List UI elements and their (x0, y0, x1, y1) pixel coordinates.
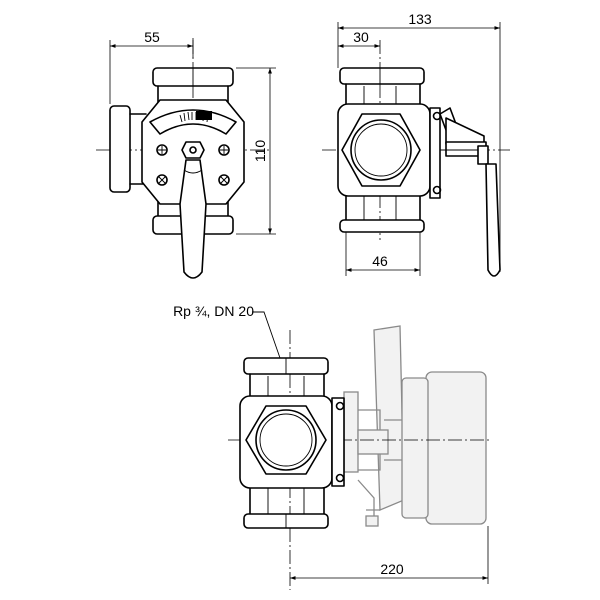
front-view-scale-plate (149, 109, 237, 135)
front-view-top-port (152, 67, 234, 103)
dimension-220: 220 (290, 526, 489, 584)
front-view-handle (179, 141, 207, 279)
dimension-55: 55 (109, 29, 194, 104)
dimension-133-label: 133 (408, 11, 432, 27)
actuator-view: Rp ¾, DN 20 220 (173, 303, 492, 590)
dimension-220-label: 220 (380, 561, 404, 577)
side-view: 133 30 46 (322, 11, 510, 277)
side-view-flange (429, 107, 441, 199)
side-view-hex-port (341, 113, 421, 187)
side-view-handle (439, 107, 501, 277)
dimension-46: 46 (345, 232, 421, 276)
side-view-top-port (339, 67, 425, 105)
dimension-30: 30 (338, 29, 380, 48)
actuator-view-top-port (243, 357, 329, 397)
thread-callout-label: Rp ¾, DN 20 (173, 303, 254, 319)
side-view-bore (350, 119, 412, 181)
dimension-133: 133 (337, 11, 501, 272)
side-view-bottom-port (339, 195, 425, 233)
actuator-view-flange (331, 397, 345, 487)
dimension-30-label: 30 (353, 29, 369, 45)
front-view-screws (156, 144, 230, 186)
dimension-110: 110 (236, 67, 276, 235)
dimension-110-label: 110 (252, 140, 268, 163)
actuator-view-bottom-port (243, 485, 329, 529)
dimension-46-label: 46 (372, 253, 388, 269)
actuator-motor (343, 325, 487, 527)
thread-callout: Rp ¾, DN 20 (173, 303, 281, 359)
dimension-55-label: 55 (144, 29, 160, 45)
front-view: 55 110 (96, 29, 276, 279)
actuator-view-bore (255, 409, 317, 471)
front-view-scale-ticks (179, 111, 212, 123)
actuator-view-hex-port (245, 405, 327, 475)
front-view-left-port (109, 105, 147, 193)
